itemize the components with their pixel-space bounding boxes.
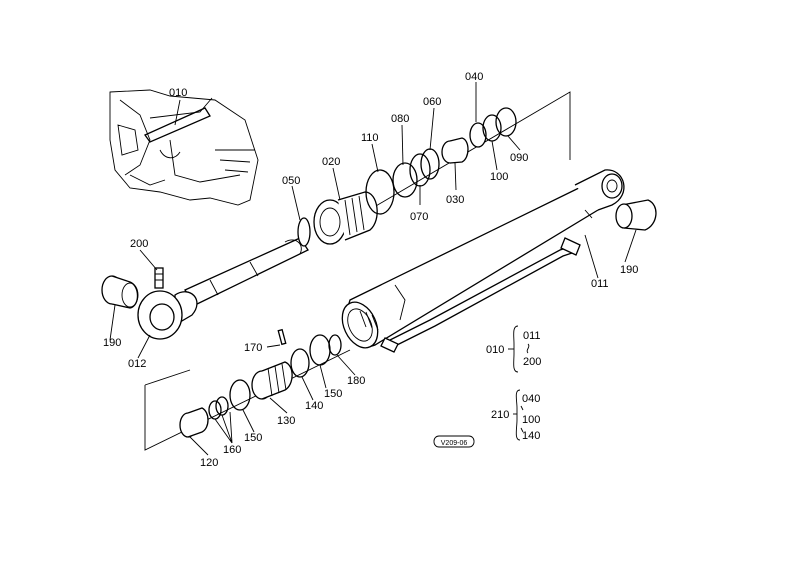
label-050: 050 bbox=[282, 175, 300, 187]
legend-010-item-2: 200 bbox=[523, 356, 541, 368]
piston-parts-lower bbox=[179, 328, 342, 438]
label-180: 180 bbox=[347, 375, 365, 387]
label-120: 120 bbox=[200, 457, 218, 469]
label-090: 090 bbox=[510, 152, 528, 164]
label-011: 011 bbox=[591, 278, 609, 290]
label-200: 200 bbox=[130, 238, 148, 250]
label-160: 160 bbox=[223, 444, 241, 456]
legend-010-label: 010 bbox=[486, 344, 504, 356]
label-170: 170 bbox=[244, 342, 262, 354]
drawing-code-text: V209-06 bbox=[441, 440, 468, 447]
ring-050 bbox=[297, 217, 311, 247]
seal-stack-upper bbox=[392, 107, 517, 198]
label-190-right: 190 bbox=[620, 264, 638, 276]
legend-210-label: 210 bbox=[491, 409, 509, 421]
label-060: 060 bbox=[423, 96, 441, 108]
label-070: 070 bbox=[410, 211, 428, 223]
label-010: 010 bbox=[169, 87, 187, 99]
cylinder-tube bbox=[341, 169, 625, 353]
label-012: 012 bbox=[128, 358, 146, 370]
label-110: 110 bbox=[361, 132, 379, 144]
label-030: 030 bbox=[446, 194, 464, 206]
frame-line-upper bbox=[334, 91, 571, 231]
machine-inset-sketch bbox=[109, 89, 259, 206]
snap-ring-110 bbox=[365, 169, 395, 215]
piston-rod bbox=[137, 237, 309, 340]
legend-210-item-3: 140 bbox=[522, 430, 540, 442]
label-020: 020 bbox=[322, 156, 340, 168]
bushing-190-left bbox=[101, 275, 139, 309]
grease-nipple-200 bbox=[154, 267, 164, 289]
bushing-190-right bbox=[615, 199, 657, 231]
leader-lines bbox=[109, 82, 637, 456]
label-040: 040 bbox=[465, 71, 483, 83]
label-100: 100 bbox=[490, 171, 508, 183]
assembly-legend: 010 011 200 210 040 100 140 bbox=[486, 325, 541, 442]
legend-210-item-1: 040 bbox=[522, 393, 540, 405]
label-080: 080 bbox=[391, 113, 409, 125]
label-190-left: 190 bbox=[103, 337, 121, 349]
legend-210-item-2: 100 bbox=[522, 414, 540, 426]
label-130: 130 bbox=[277, 415, 295, 427]
drawing-code-stamp: V209-06 bbox=[433, 435, 475, 448]
label-150-upper: 150 bbox=[324, 388, 342, 400]
part-labels: 010 200 050 020 110 080 060 040 070 030 … bbox=[103, 71, 638, 469]
label-150-lower: 150 bbox=[244, 432, 262, 444]
rod-cover-020 bbox=[313, 191, 378, 245]
legend-010-item-1: 011 bbox=[523, 330, 541, 342]
label-140: 140 bbox=[305, 400, 323, 412]
